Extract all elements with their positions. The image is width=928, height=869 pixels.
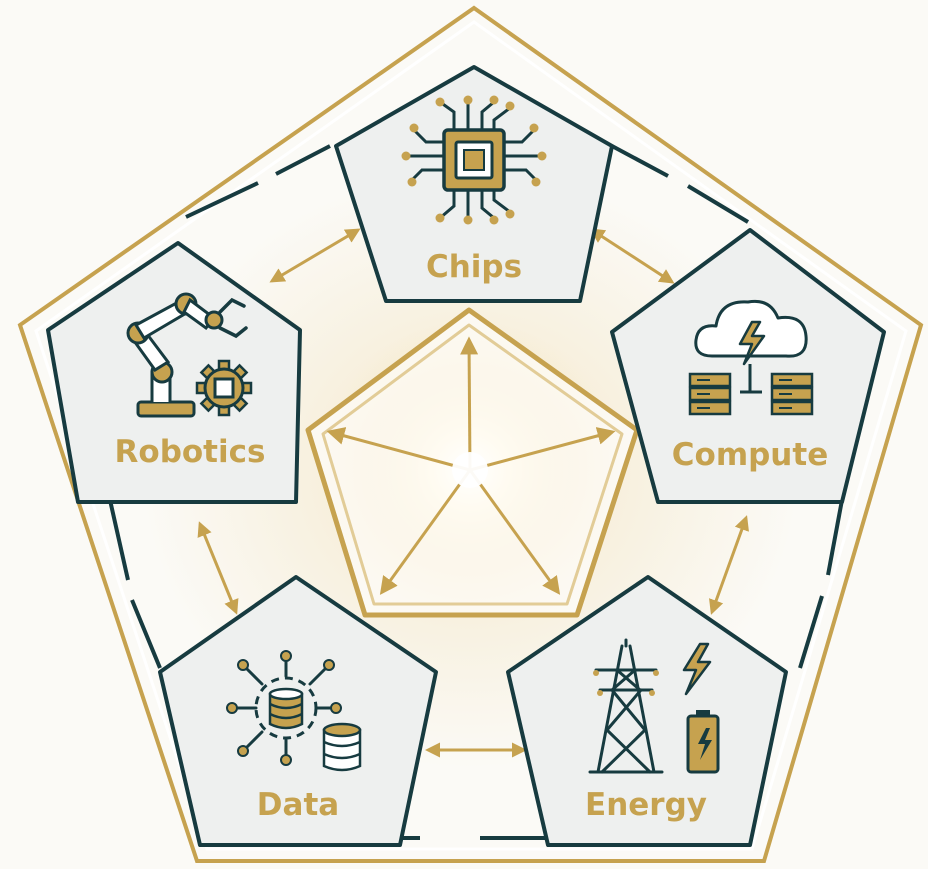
- node-energy-panel: [506, 575, 788, 847]
- outer-frame-gold: [17, 5, 924, 863]
- central-hub: [305, 307, 640, 620]
- hub-outline-inner: [321, 323, 624, 606]
- connection-arrow-compute-energy: [709, 515, 749, 615]
- cloud-server-icon: [688, 299, 814, 416]
- node-robotics-label: Robotics: [115, 434, 266, 470]
- connection-arrow-chips-robotics: [269, 228, 361, 283]
- node-compute[interactable]: Compute: [610, 228, 886, 504]
- ring-segment: [275, 144, 331, 176]
- hub-arrow-robotics: [326, 427, 471, 472]
- database-network-icon: [226, 650, 362, 772]
- node-robotics-panel: [46, 241, 302, 504]
- ring-segment: [686, 184, 750, 224]
- ring-segment: [108, 499, 130, 581]
- hub-arrow-data: [379, 469, 472, 595]
- power-tower-battery-icon: [588, 638, 720, 774]
- node-compute-label: Compute: [672, 437, 828, 473]
- node-compute-panel: [610, 228, 886, 504]
- node-chips[interactable]: Chips: [334, 65, 614, 303]
- node-energy[interactable]: Energy: [506, 575, 788, 847]
- ring-segment: [130, 599, 162, 669]
- hub-arrow-chips: [460, 336, 479, 471]
- ring-segment: [611, 144, 669, 178]
- hub-arrow-compute: [469, 427, 616, 472]
- node-connections: [197, 228, 749, 758]
- connection-arrow-chips-compute: [589, 228, 675, 284]
- ring-segment: [798, 595, 824, 669]
- hub-arrow-energy: [468, 469, 561, 595]
- node-chips-label: Chips: [426, 249, 522, 285]
- hub-arrows: [326, 336, 616, 595]
- robot-arm-gear-icon: [126, 292, 253, 418]
- connection-arrow-robotics-data: [197, 521, 239, 615]
- outer-frame-white: [34, 20, 908, 851]
- node-robotics[interactable]: Robotics: [46, 241, 302, 504]
- ring-segment: [826, 499, 844, 576]
- node-data[interactable]: Data: [158, 575, 438, 847]
- microchip-icon: [401, 95, 547, 225]
- ring-segment: [185, 181, 259, 219]
- node-energy-label: Energy: [585, 787, 707, 823]
- node-data-label: Data: [257, 787, 339, 823]
